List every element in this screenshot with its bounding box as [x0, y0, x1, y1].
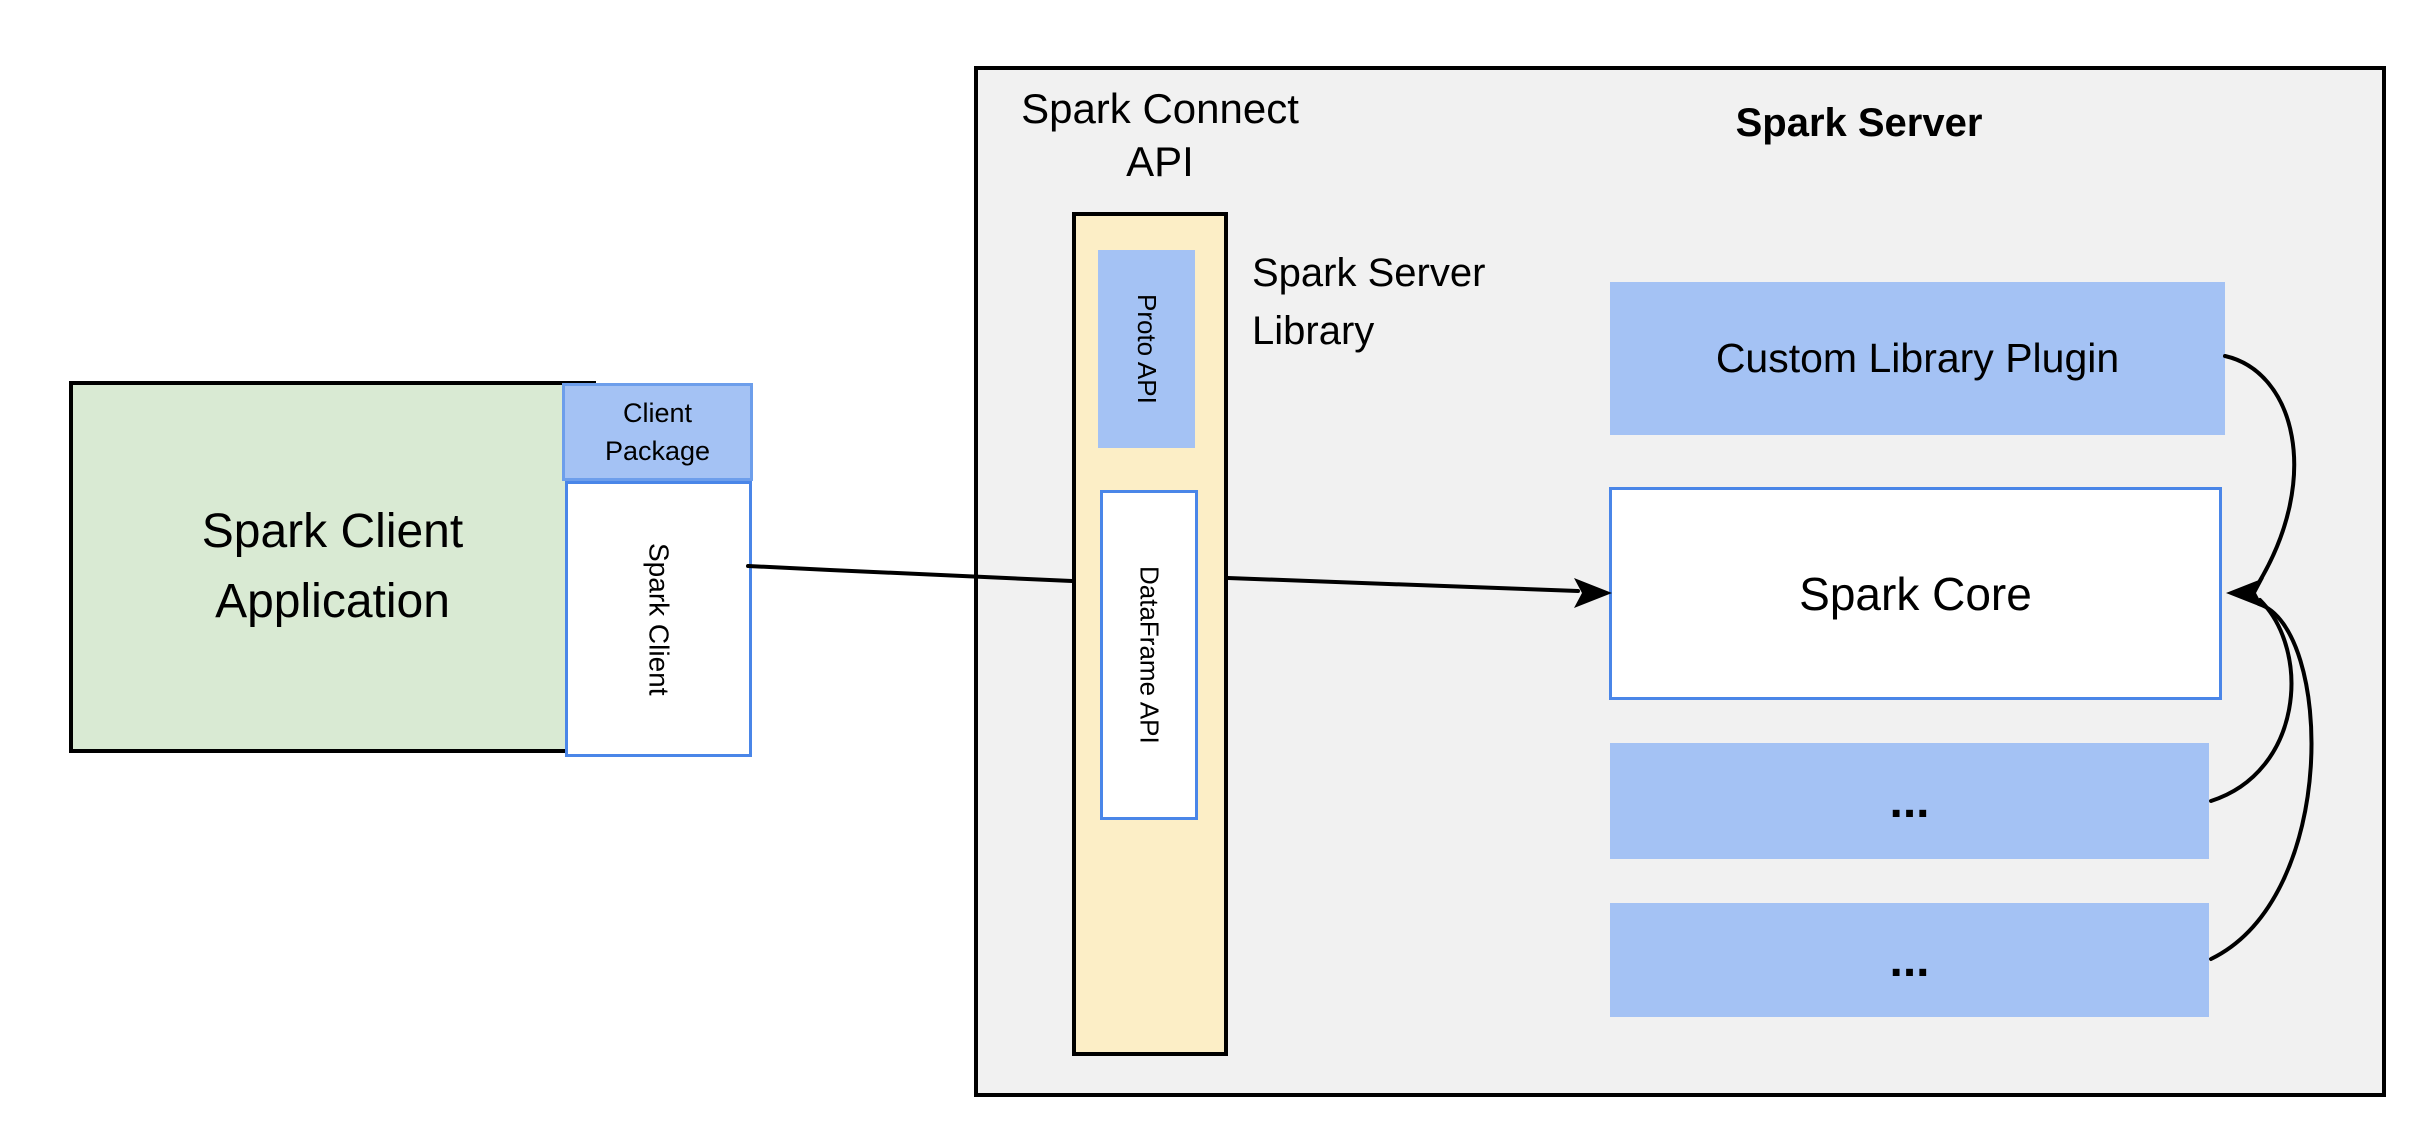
- spark-core-box: Spark Core: [1609, 487, 2222, 700]
- plugin-placeholder-1-label: ...: [1889, 774, 1930, 828]
- spark-connect-api-title: Spark Connect API: [1021, 85, 1299, 185]
- spark-client-box: Spark Client: [565, 481, 752, 757]
- plugin-placeholder-2-label: ...: [1889, 933, 1930, 987]
- custom-library-plugin-box: Custom Library Plugin: [1610, 282, 2225, 435]
- proto-api-label: Proto API: [1132, 294, 1162, 404]
- spark-server-title: Spark Server: [1735, 100, 1983, 145]
- spark-core-label: Spark Core: [1799, 567, 2032, 620]
- client-package-label: Client Package: [604, 398, 711, 466]
- custom-library-plugin-label: Custom Library Plugin: [1715, 335, 2120, 381]
- client-package-box: Client Package: [562, 383, 753, 481]
- spark-client-application-box: Spark Client Application: [69, 381, 596, 753]
- spark-client-application-label: Spark Client Application: [201, 505, 464, 628]
- plugin-placeholder-box-2: ...: [1610, 903, 2209, 1017]
- spark-client-label: Spark Client: [643, 542, 675, 696]
- plugin-placeholder-box-1: ...: [1610, 743, 2209, 859]
- dataframe-api-box: DataFrame API: [1100, 490, 1198, 820]
- spark-server-library-label: Spark Server Library: [1252, 251, 1486, 353]
- dataframe-api-label: DataFrame API: [1134, 566, 1165, 744]
- proto-api-box: Proto API: [1098, 250, 1195, 448]
